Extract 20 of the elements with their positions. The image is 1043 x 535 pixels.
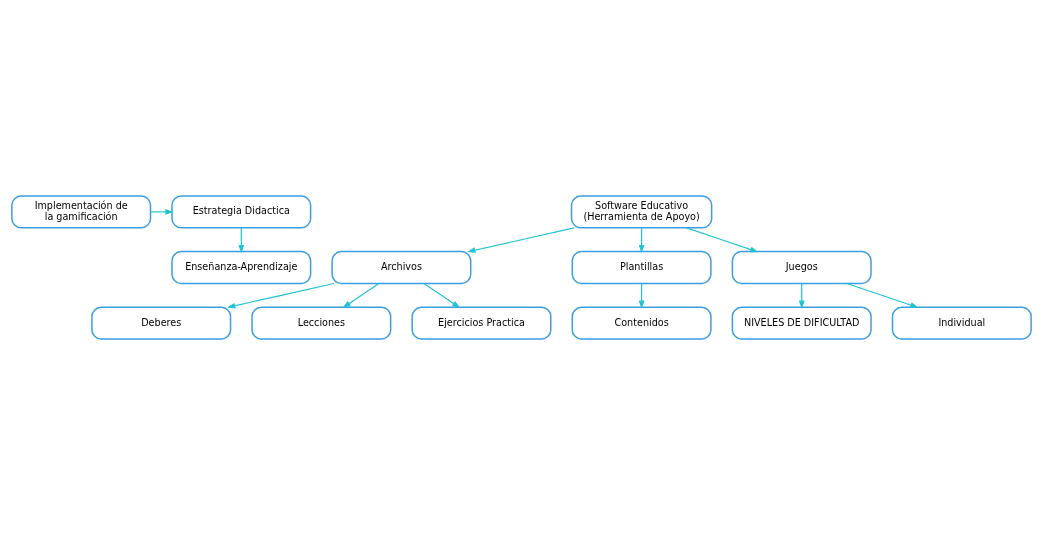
arrow [846, 282, 919, 308]
arrow [467, 227, 575, 253]
arrow [423, 282, 461, 309]
node-box: Implementación de la gamificación [11, 195, 152, 229]
node-box: NIVELES DE DIFICULTAD [731, 306, 872, 340]
node-box: Archivos [331, 250, 472, 285]
node-box: Ejercicios Practica [411, 306, 552, 340]
node-box: Juegos [731, 250, 872, 285]
arrow [226, 282, 335, 309]
arrow [150, 209, 174, 215]
node-box: Deberes [91, 306, 232, 340]
node-box: Individual [891, 306, 1032, 340]
arrow [342, 282, 380, 309]
arrow [686, 227, 759, 253]
node-box: Plantillas [571, 250, 712, 285]
node-box: Lecciones [251, 306, 392, 340]
node-box: Estrategia Didactica [171, 195, 312, 229]
node-box: Enseñanza-Aprendizaje [171, 250, 312, 285]
node-box: Contenidos [571, 306, 712, 340]
node-box: Software Educativo (Herramienta de Apoyo) [570, 195, 713, 229]
